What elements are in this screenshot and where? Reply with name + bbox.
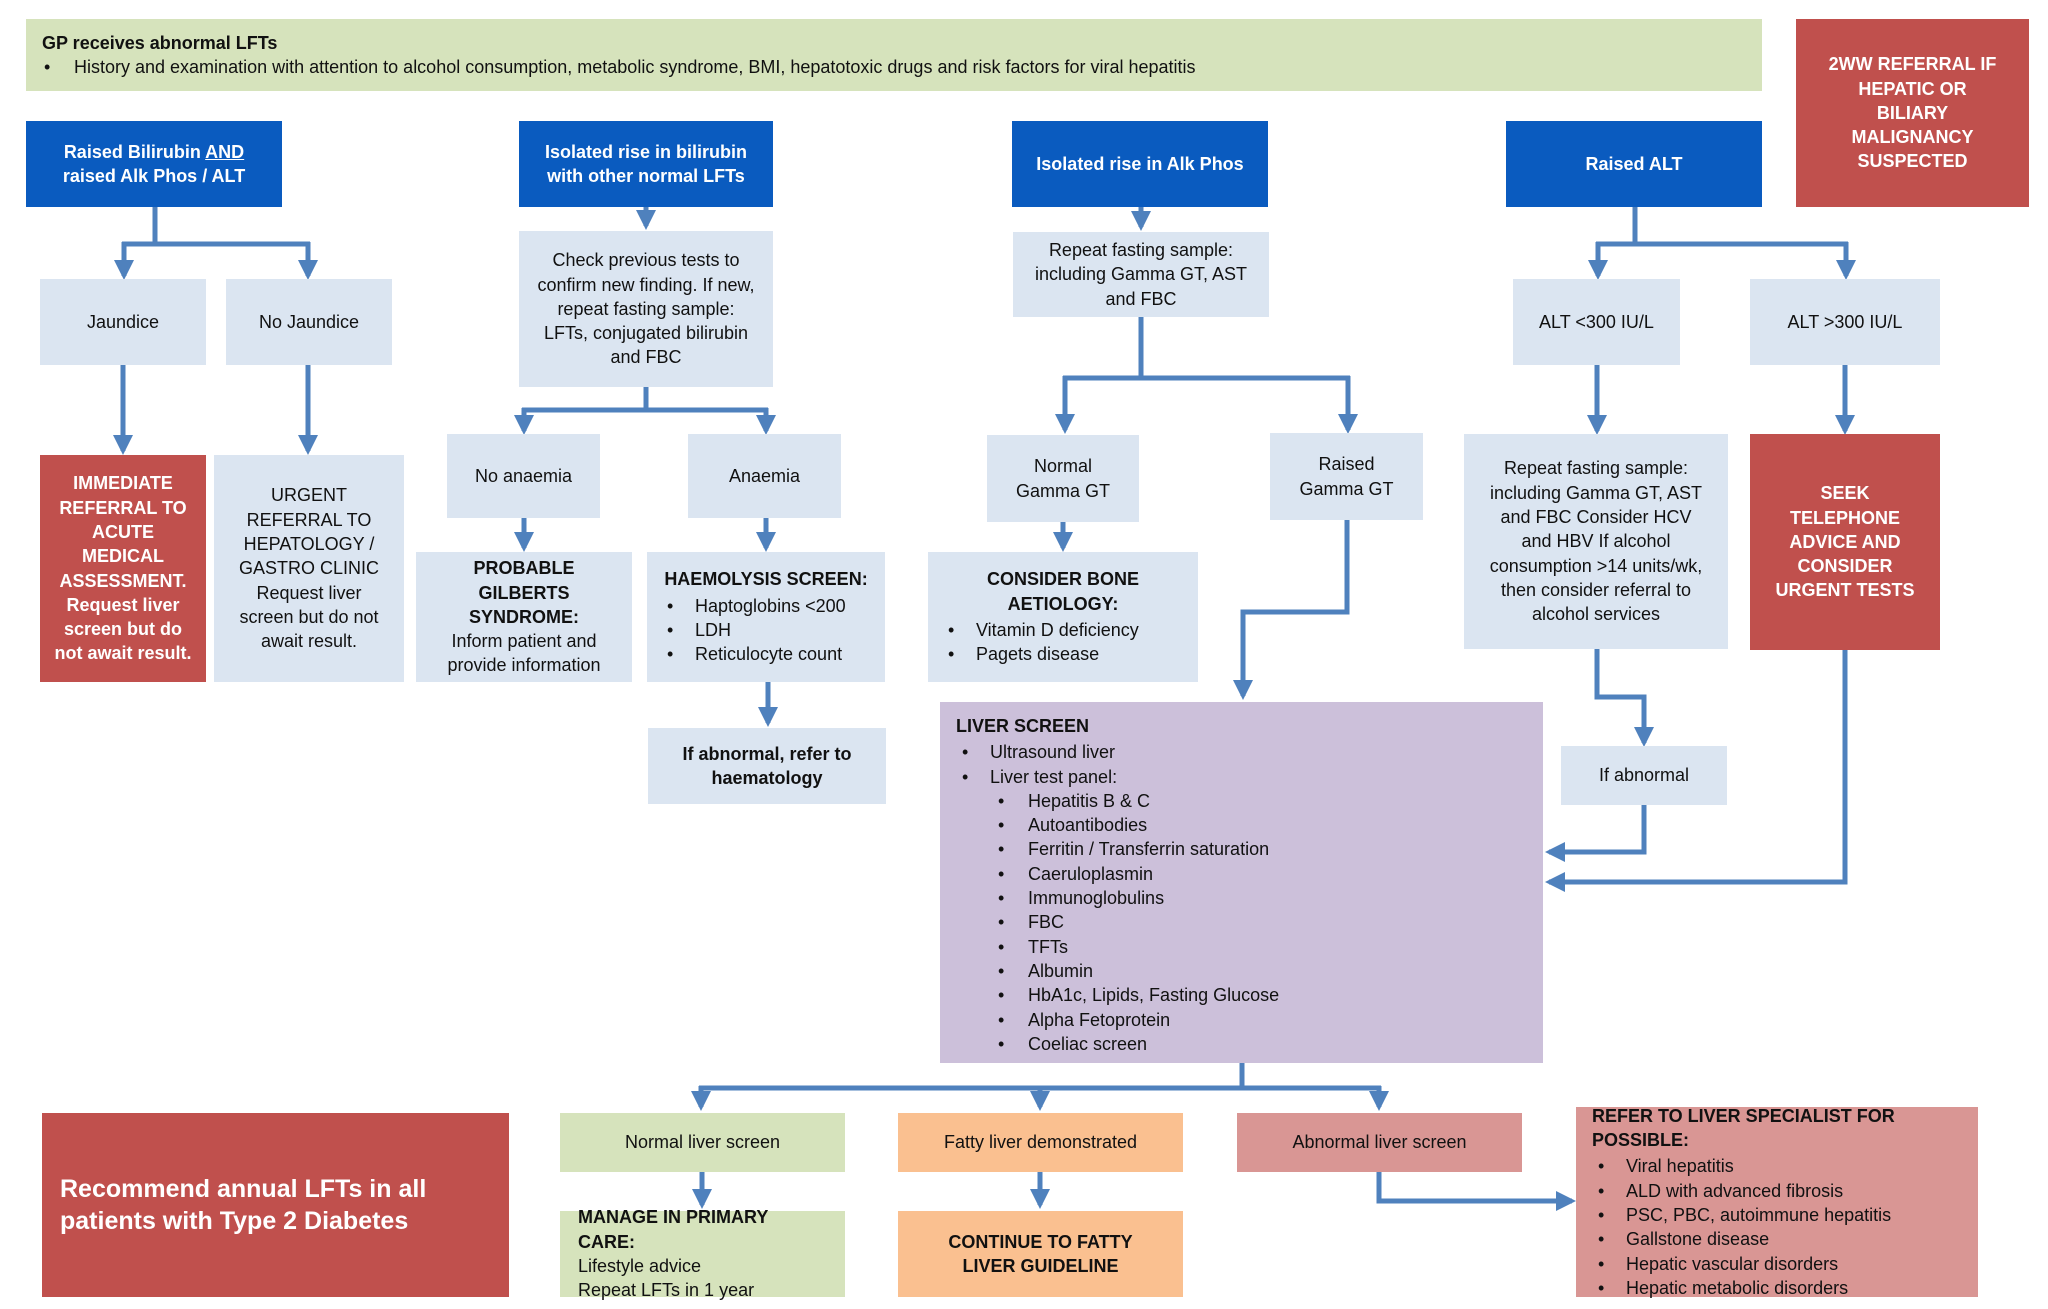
haemolysis-screen-box: HAEMOLYSIS SCREEN: Haptoglobins <200 LDH… — [647, 552, 885, 682]
repeat-fasting-alkphos-box: Repeat fasting sample: including Gamma G… — [1013, 232, 1269, 317]
list-item: Hepatic vascular disorders — [1592, 1252, 1891, 1277]
list-item: Hepatic metabolic disorders — [1592, 1276, 1891, 1301]
gilberts-syndrome-box: PROBABLE GILBERTS SYNDROME: Inform patie… — [416, 552, 632, 682]
alt-over-300-box: ALT >300 IU/L — [1750, 279, 1940, 365]
fatty-liver-box: Fatty liver demonstrated — [898, 1113, 1183, 1172]
isolated-alk-phos-header: Isolated rise in Alk Phos — [1012, 121, 1268, 207]
list-item: Haptoglobins <200 — [661, 594, 846, 619]
list-item: Pagets disease — [942, 642, 1139, 667]
raised-gamma-gt-box: Raised Gamma GT — [1270, 433, 1423, 520]
list-item: Liver test panel: — [956, 765, 1117, 790]
list-item: LDH — [661, 618, 846, 643]
alt-under-300-box: ALT <300 IU/L — [1513, 279, 1680, 365]
bone-aetiology-list: Vitamin D deficiency Pagets disease — [942, 618, 1139, 667]
two-week-wait-box: 2WW REFERRAL IF HEPATIC OR BILIARY MALIG… — [1796, 19, 2029, 207]
arrow-raisedggt-to-liver — [1233, 520, 1350, 700]
gp-banner: GP receives abnormal LFTs •History and e… — [26, 19, 1762, 91]
list-item: Autoantibodies — [956, 813, 1279, 838]
list-item: Hepatitis B & C — [956, 789, 1279, 814]
abnormal-liver-screen-box: Abnormal liver screen — [1237, 1113, 1522, 1172]
liver-screen-list: Ultrasound liver Liver test panel: — [956, 740, 1117, 789]
list-item: TFTs — [956, 935, 1279, 960]
list-item: Ultrasound liver — [956, 740, 1117, 765]
anaemia-box: Anaemia — [688, 434, 841, 518]
arrow-ifabnormal-to-liver — [1545, 805, 1647, 862]
isolated-bilirubin-header: Isolated rise in bilirubin with other no… — [519, 121, 773, 207]
jaundice-box: Jaundice — [40, 279, 206, 365]
if-abnormal-box: If abnormal — [1561, 746, 1727, 805]
refer-specialist-list: Viral hepatitis ALD with advanced fibros… — [1592, 1154, 1891, 1300]
list-item: PSC, PBC, autoimmune hepatitis — [1592, 1203, 1891, 1228]
arrow-repeat4-to-ifabnormal — [1594, 649, 1654, 747]
normal-gamma-gt-box: Normal Gamma GT — [987, 435, 1139, 522]
normal-liver-screen-box: Normal liver screen — [560, 1113, 845, 1172]
list-item: Ferritin / Transferrin saturation — [956, 837, 1279, 862]
seek-telephone-advice-box: SEEK TELEPHONE ADVICE AND CONSIDER URGEN… — [1750, 434, 1940, 650]
urgent-referral-box: URGENT REFERRAL TO HEPATOLOGY / GASTRO C… — [214, 455, 404, 682]
annual-lfts-diabetes-box: Recommend annual LFTs in all patients wi… — [42, 1113, 509, 1297]
list-item: Albumin — [956, 959, 1279, 984]
no-jaundice-box: No Jaundice — [226, 279, 392, 365]
list-item: Coeliac screen — [956, 1032, 1279, 1057]
list-item: Viral hepatitis — [1592, 1154, 1891, 1179]
refer-liver-specialist-box: REFER TO LIVER SPECIALIST FOR POSSIBLE: … — [1576, 1106, 1978, 1300]
raised-bilirubin-header: Raised Bilirubin AND raised Alk Phos / A… — [26, 121, 282, 207]
manage-primary-care-box: MANAGE IN PRIMARY CARE: Lifestyle advice… — [560, 1207, 845, 1300]
list-item: FBC — [956, 910, 1279, 935]
check-previous-tests-box: Check previous tests to confirm new find… — [519, 231, 773, 387]
continue-fatty-liver-box: CONTINUE TO FATTY LIVER GUIDELINE — [898, 1211, 1183, 1297]
gp-banner-title: GP receives abnormal LFTs — [42, 32, 278, 53]
list-item: Alpha Fetoprotein — [956, 1008, 1279, 1033]
list-item: ALD with advanced fibrosis — [1592, 1179, 1891, 1204]
liver-test-panel-list: Hepatitis B & C Autoantibodies Ferritin … — [956, 789, 1279, 1057]
immediate-referral-box: IMMEDIATE REFERRAL TO ACUTE MEDICAL ASSE… — [40, 455, 206, 682]
gp-banner-bullet: •History and examination with attention … — [44, 57, 1196, 77]
liver-screen-box: LIVER SCREEN Ultrasound liver Liver test… — [940, 702, 1543, 1063]
raised-alt-header: Raised ALT — [1506, 121, 1762, 207]
arrow-abnormal-to-refer — [1376, 1172, 1576, 1211]
bone-aetiology-box: CONSIDER BONE AETIOLOGY: Vitamin D defic… — [928, 552, 1198, 682]
no-anaemia-box: No anaemia — [447, 434, 600, 518]
list-item: Vitamin D deficiency — [942, 618, 1139, 643]
haemolysis-list: Haptoglobins <200 LDH Reticulocyte count — [661, 594, 846, 667]
list-item: Gallstone disease — [1592, 1227, 1891, 1252]
list-item: Immunoglobulins — [956, 886, 1279, 911]
list-item: Reticulocyte count — [661, 642, 846, 667]
arrow-seek-to-liver — [1545, 650, 1848, 892]
refer-haematology-box: If abnormal, refer to haematology — [648, 728, 886, 804]
list-item: HbA1c, Lipids, Fasting Glucose — [956, 983, 1279, 1008]
repeat-fasting-alt-box: Repeat fasting sample: including Gamma G… — [1464, 434, 1728, 649]
list-item: Caeruloplasmin — [956, 862, 1279, 887]
